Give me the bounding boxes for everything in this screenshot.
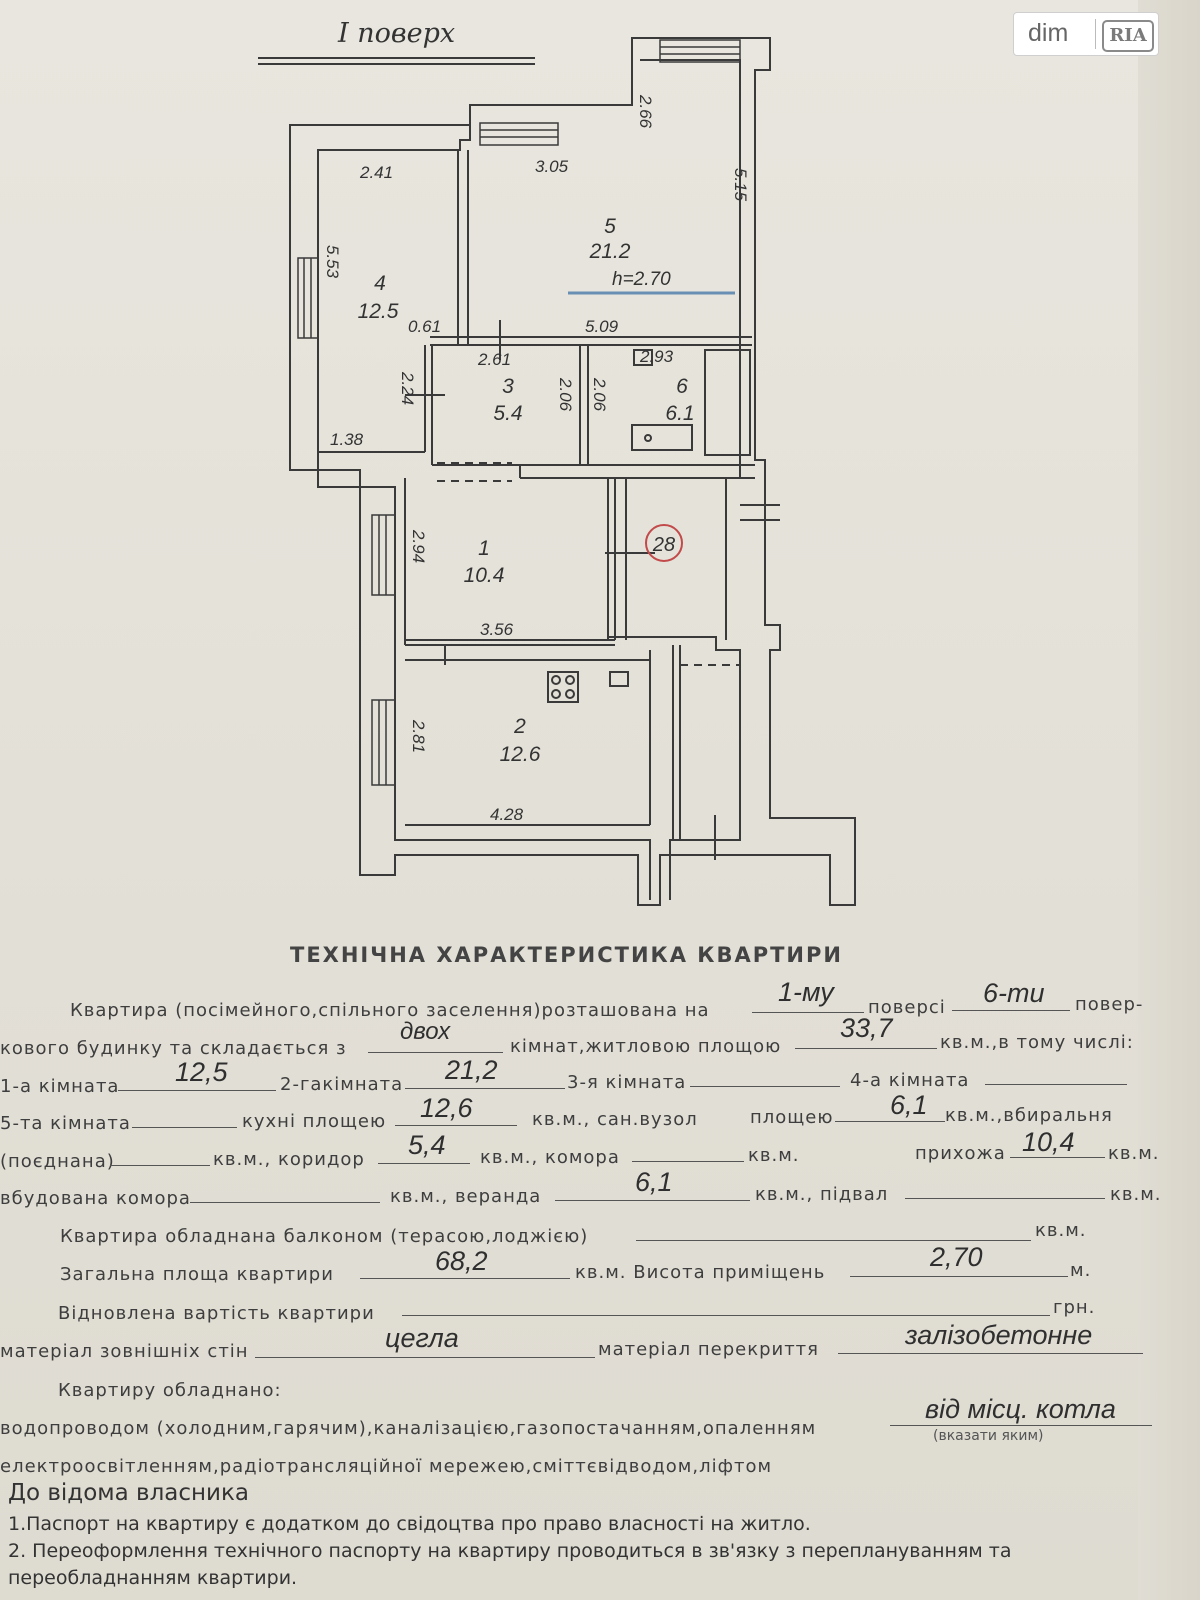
room-area: 12.6 xyxy=(500,743,541,766)
value-veranda: 6,1 xyxy=(635,1167,673,1197)
form-label: поверсі xyxy=(868,997,946,1018)
form-label: матеріал зовнішніх стін xyxy=(0,1341,249,1362)
dimension: 1.38 xyxy=(330,430,364,449)
value-heating: від місц. котла xyxy=(925,1394,1116,1424)
dimension: 2.94 xyxy=(409,529,428,563)
room-number: 3 xyxy=(502,375,514,398)
form-label: кв.м., веранда xyxy=(390,1186,542,1207)
value-room2: 21,2 xyxy=(445,1055,498,1085)
form-label: кв.м. xyxy=(748,1145,800,1166)
dimension: 2.61 xyxy=(477,350,511,369)
form-label: Загальна площа квартири xyxy=(60,1264,334,1285)
ceiling-height-note: h=2.70 xyxy=(612,269,671,290)
form-label: прихожа xyxy=(915,1143,1006,1164)
dimension: 5.15 xyxy=(731,168,750,202)
form-label: кв.м. xyxy=(1108,1143,1160,1164)
dimension: 2.41 xyxy=(359,163,393,182)
dimension: 5.09 xyxy=(585,317,619,336)
value-wall-material: цегла xyxy=(385,1323,459,1353)
value-floor: 1-му xyxy=(778,977,834,1007)
dimension: 2.81 xyxy=(409,719,428,753)
dimension: 5.53 xyxy=(323,245,342,279)
room-area: 10.4 xyxy=(464,564,505,587)
value-height: 2,70 xyxy=(930,1242,983,1272)
form-label: кв.м.,в тому числі: xyxy=(940,1032,1134,1053)
floor-title: I поверх xyxy=(338,18,456,49)
form-label: водопроводом (холодним,гарячим),каналіза… xyxy=(0,1418,817,1439)
form-label: кв.м., підвал xyxy=(755,1184,889,1205)
note-item: переобладнанням квартири. xyxy=(8,1567,298,1589)
form-label: кв.м., сан.вузол xyxy=(532,1109,698,1130)
logo-ria-badge: RIA xyxy=(1102,20,1154,52)
value-hallway: 10,4 xyxy=(1022,1127,1075,1157)
form-label: кухні площею xyxy=(242,1111,387,1132)
value-ceiling-material: залізобетонне xyxy=(905,1320,1093,1350)
value-room1: 12,5 xyxy=(175,1057,228,1087)
dimension: 0.61 xyxy=(408,317,441,336)
form-label: грн. xyxy=(1053,1297,1096,1318)
floor-plan: 28 1 10.4 2 12.6 3 5.4 4 12.5 5 21.2 6 6… xyxy=(258,37,856,906)
form-label: Квартира (посімейного,спільного заселенн… xyxy=(70,1000,710,1021)
form-label: кв.м.,вбиральня xyxy=(945,1105,1113,1126)
value-rooms-count: двох xyxy=(400,1018,451,1045)
dimension: 3.05 xyxy=(535,157,569,176)
dimension: 3.56 xyxy=(480,620,514,639)
value-floors-total: 6-ти xyxy=(983,978,1045,1008)
form-label: Квартира обладнана балконом (терасою,лод… xyxy=(60,1226,589,1247)
form-label: вбудована комора xyxy=(0,1188,191,1209)
form-label: 3-я кімната xyxy=(567,1072,687,1093)
form-label: кв.м. xyxy=(1110,1184,1162,1205)
form-label: 1-а кімната xyxy=(0,1076,120,1097)
dimension: 2.66 xyxy=(636,94,655,129)
value-living-area: 33,7 xyxy=(840,1013,893,1043)
document-paper xyxy=(0,0,1150,1600)
form-label: електроосвітленням,радіотрансляційної ме… xyxy=(0,1456,773,1477)
logo-dim-text: dim xyxy=(1028,19,1069,47)
value-kitchen: 12,6 xyxy=(420,1093,473,1123)
form-label: повер- xyxy=(1075,994,1144,1015)
room-number: 5 xyxy=(604,215,616,238)
form-label: 5-та кімната xyxy=(0,1113,131,1134)
form-hint: (вказати яким) xyxy=(933,1428,1044,1444)
form-label: (поєднана) xyxy=(0,1151,115,1172)
note-item: 2. Переоформлення технічного паспорту на… xyxy=(8,1540,1012,1562)
room-number: 6 xyxy=(676,375,688,398)
form-label: 2-гакімната xyxy=(280,1074,404,1095)
value-corridor: 5,4 xyxy=(408,1130,446,1160)
form-title: ТЕХНІЧНА ХАРАКТЕРИСТИКА КВАРТИРИ xyxy=(290,943,843,967)
logo-divider xyxy=(1095,19,1096,49)
dimension: 2.06 xyxy=(590,377,609,412)
room-number: 2 xyxy=(513,715,526,738)
value-bathroom: 6,1 xyxy=(890,1090,928,1120)
form-label: кового будинку та складається з xyxy=(0,1038,347,1059)
dimension: 4.28 xyxy=(490,805,524,824)
room-area: 6.1 xyxy=(665,402,694,425)
room-area: 5.4 xyxy=(493,402,522,425)
form-label: Відновлена вартість квартири xyxy=(58,1303,375,1324)
stamp-number: 28 xyxy=(652,534,675,556)
form-label: кв.м. Висота приміщень xyxy=(575,1262,826,1283)
dim-ria-logo[interactable]: dim RIA xyxy=(1013,12,1159,56)
room-area: 12.5 xyxy=(358,300,399,323)
dimension: 2.24 xyxy=(398,371,417,405)
room-number: 1 xyxy=(478,537,490,560)
form-label: кв.м., комора xyxy=(480,1147,620,1168)
value-total-area: 68,2 xyxy=(435,1246,488,1276)
form-label: 4-а кімната xyxy=(850,1070,970,1091)
dimension: 2.06 xyxy=(556,377,575,412)
paper-edge-shadow xyxy=(1138,0,1200,1600)
room-area: 21.2 xyxy=(589,240,631,263)
form-label: м. xyxy=(1070,1260,1092,1281)
form-label: Квартиру обладнано: xyxy=(58,1380,282,1401)
dimension: 2.93 xyxy=(639,347,674,366)
stamp-circle xyxy=(645,524,683,562)
note-item: 1.Паспорт на квартиру є додатком до свід… xyxy=(8,1513,811,1535)
notes-heading: До відома власника xyxy=(8,1480,249,1506)
form-label: кімнат,житловою площою xyxy=(510,1036,782,1057)
room-number: 4 xyxy=(374,272,386,295)
form-label: площею xyxy=(750,1107,834,1128)
form-label: кв.м. xyxy=(1035,1220,1087,1241)
form-label: кв.м., коридор xyxy=(213,1149,365,1170)
form-label: матеріал перекриття xyxy=(598,1339,819,1360)
